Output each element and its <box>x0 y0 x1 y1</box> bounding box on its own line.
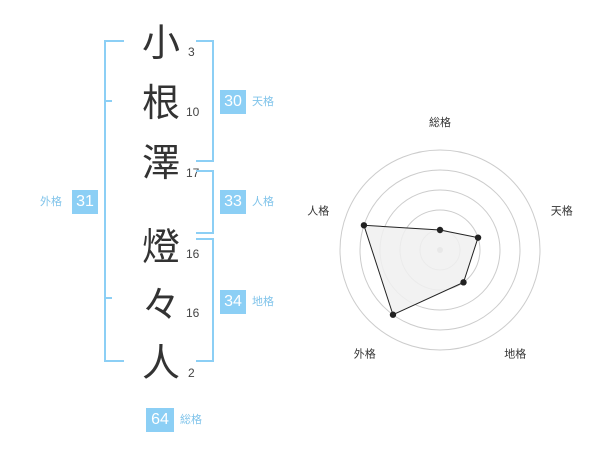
gaikaku-badge: 31 <box>72 190 98 214</box>
radar-grid-ring-5 <box>339 149 541 351</box>
radar-axis-label-4: 外格 <box>354 347 376 361</box>
stroke-count-2: 10 <box>186 105 200 119</box>
name-char-4: 燈 <box>142 225 181 269</box>
soukaku-label: 総格 <box>180 413 202 426</box>
jinkaku-badge: 33 <box>220 190 246 214</box>
radar-axis-label-1: 総格 <box>429 115 451 129</box>
name-char-2: 根 <box>142 81 181 125</box>
tenkaku-label: 天格 <box>252 95 274 108</box>
chikaku-label: 地格 <box>252 295 274 308</box>
radar-series-area <box>363 224 479 316</box>
radar-point-5 <box>360 222 368 229</box>
chikaku-badge: 34 <box>220 290 246 314</box>
radar-axis-label-2: 天格 <box>551 203 573 217</box>
name-char-5: 々 <box>142 283 181 327</box>
tenkaku-badge: 30 <box>220 90 246 114</box>
name-char-3: 澤 <box>142 141 181 185</box>
radar-point-2 <box>474 234 482 241</box>
radar-axis-label-3: 地格 <box>504 347 526 361</box>
chikaku-bracket <box>196 238 214 362</box>
jinkaku-label: 人格 <box>252 195 274 208</box>
radar-point-3 <box>460 279 467 286</box>
gaikaku-bracket <box>104 40 124 362</box>
gaikaku-bracket-tick-1 <box>104 100 112 102</box>
gaikaku-bracket-tick-2 <box>104 297 112 299</box>
radar-grid-ring-4 <box>359 169 521 331</box>
soukaku-badge: 64 <box>146 408 174 432</box>
jinkaku-bracket <box>196 170 214 234</box>
stroke-count-1: 3 <box>188 45 195 59</box>
tenkaku-bracket <box>196 40 214 162</box>
radar-point-4 <box>389 311 397 318</box>
radar-point-1 <box>436 226 444 234</box>
radar-axis-label-5: 人格 <box>307 203 329 217</box>
stroke-count-6: 2 <box>188 366 195 380</box>
name-char-6: 人 <box>142 341 181 385</box>
name-char-1: 小 <box>142 21 181 65</box>
stroke-count-5: 16 <box>186 306 200 320</box>
gaikaku-label: 外格 <box>40 195 62 208</box>
stroke-count-4: 16 <box>186 247 200 261</box>
